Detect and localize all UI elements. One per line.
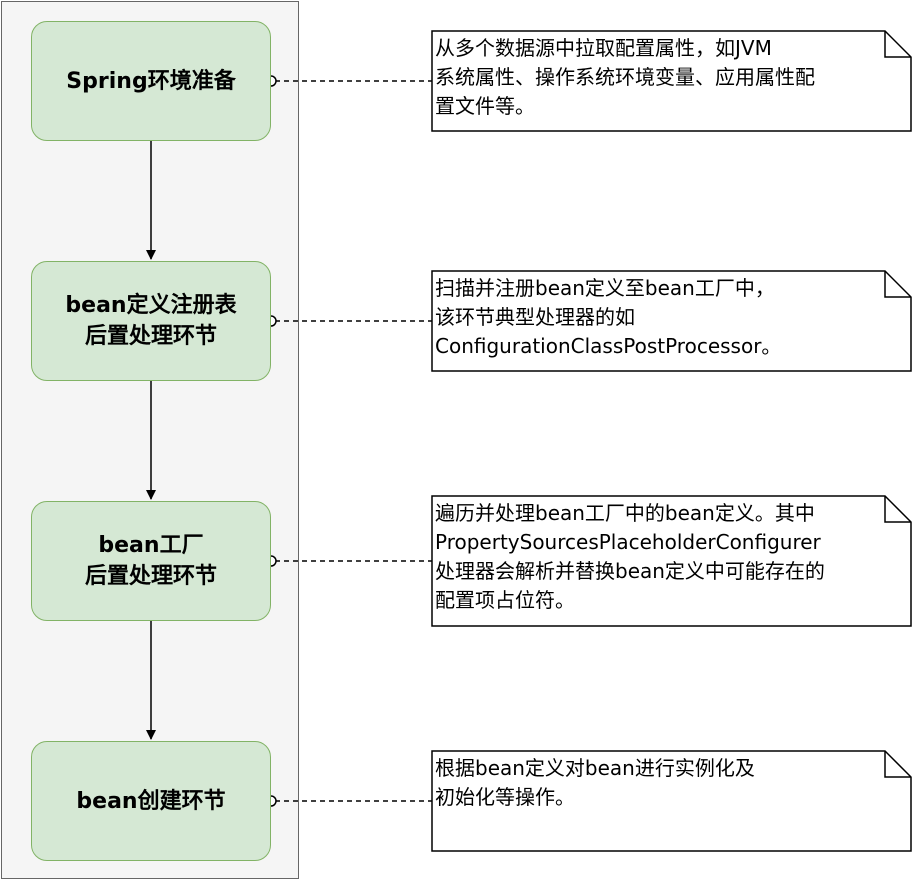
- step-label: bean定义注册表 后置处理环节: [65, 293, 237, 349]
- step-bean-factory-postprocess: bean工厂 后置处理环节: [31, 501, 271, 621]
- note-3: 遍历并处理bean工厂中的bean定义。其中 PropertySourcesPl…: [432, 496, 911, 615]
- step-bean-definition-registry-postprocess: bean定义注册表 后置处理环节: [31, 261, 271, 381]
- note-2: 扫描并注册bean定义至bean工厂中， 该环节典型处理器的如 Configur…: [432, 271, 911, 361]
- step-label: bean工厂 后置处理环节: [84, 533, 217, 589]
- note-text: 遍历并处理bean工厂中的bean定义。其中 PropertySourcesPl…: [435, 501, 825, 612]
- step-bean-creation: bean创建环节: [31, 741, 271, 861]
- step-spring-environment: Spring环境准备: [31, 21, 271, 141]
- step-label: Spring环境准备: [66, 68, 236, 94]
- note-text: 扫描并注册bean定义至bean工厂中， 该环节典型处理器的如 Configur…: [435, 276, 782, 358]
- note-text: 从多个数据源中拉取配置属性，如JVM 系统属性、操作系统环境变量、应用属性配 置…: [435, 36, 815, 118]
- step-label: bean创建环节: [76, 788, 226, 814]
- note-1: 从多个数据源中拉取配置属性，如JVM 系统属性、操作系统环境变量、应用属性配 置…: [432, 31, 911, 121]
- note-4: 根据bean定义对bean进行实例化及 初始化等操作。: [432, 751, 911, 812]
- note-text: 根据bean定义对bean进行实例化及 初始化等操作。: [435, 756, 755, 809]
